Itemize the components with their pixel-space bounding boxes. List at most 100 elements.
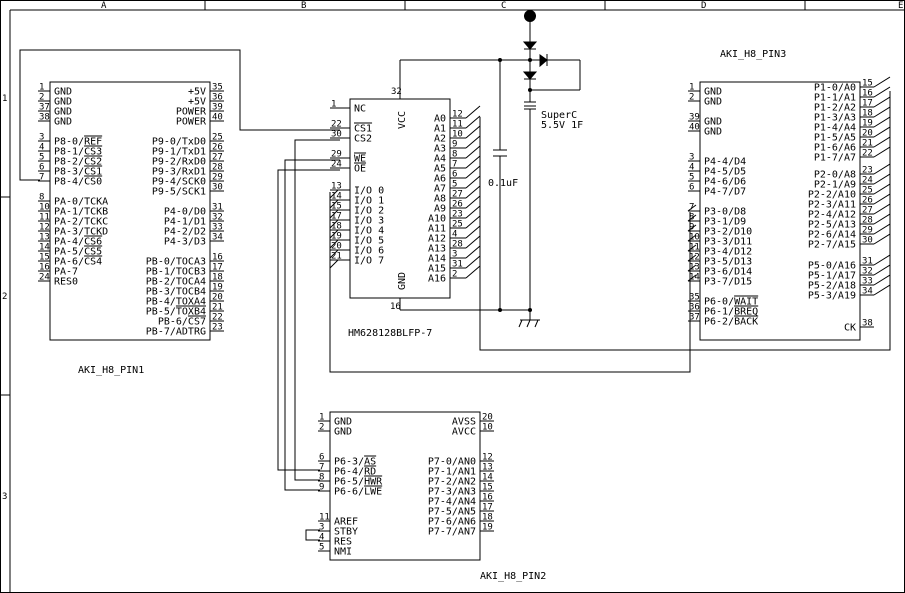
u2-left-pin-label: P6-5/HWR	[334, 477, 383, 488]
u1-left-pin-label: P8-0/REF	[54, 137, 102, 148]
power-section: SuperC 5.5V 1F 0.1uF	[400, 10, 583, 328]
u3-right-pin-number: 22	[862, 149, 873, 159]
sram-gnd-pin-number: 16	[390, 302, 401, 312]
u3-right-pin-number: 30	[862, 236, 873, 246]
u1-right-pin-number: 31	[212, 203, 223, 213]
u2-left-pin-number: 6	[319, 453, 324, 463]
address-bus-entry	[465, 105, 481, 119]
u3-left-pin-label: P3-5/D13	[704, 257, 752, 268]
u3-right-pin-label: P2-7/A15	[808, 240, 856, 251]
u3-right-pin-label: P2-2/A10	[808, 190, 856, 201]
address-bus-entry-u3	[873, 274, 891, 286]
data-bus-entry	[329, 259, 339, 269]
u3-right-pin-label: P2-6/A14	[808, 230, 856, 241]
data-bus-entry	[329, 229, 339, 239]
sram-right-pin-number: 5	[452, 180, 457, 190]
address-bus-entry	[465, 145, 481, 159]
u2-left-pin-number: 5	[319, 543, 324, 553]
sram-right-pin-label: A4	[434, 154, 446, 165]
u1-right-pin-number: 39	[212, 103, 223, 113]
u1-left-pin-number: 24	[39, 273, 50, 283]
data-bus-entry-u3	[687, 264, 697, 272]
u1-left-pin-label: PA-2/TCKC	[54, 217, 108, 228]
address-bus-entry-u3	[873, 116, 891, 128]
u1-left-pin-label: GND	[54, 117, 72, 128]
supercap-value: 5.5V 1F	[541, 120, 583, 131]
address-bus-entry-u3	[873, 213, 891, 225]
address-bus-entry	[465, 205, 481, 219]
u3-right-pin-number: 32	[862, 267, 873, 277]
sram-left-pin-label: CS2	[354, 134, 372, 145]
u1-right-pin-number: 32	[212, 213, 223, 223]
column-label-a: A	[101, 1, 107, 11]
u2-left-pin-label: RES	[334, 537, 352, 548]
u3-left-pin-label: P6-2/BACK	[704, 317, 758, 328]
u3-right-pin-number: 29	[862, 226, 873, 236]
sram-right-pin-label: A11	[428, 224, 446, 235]
sram-right-pin-label: A2	[434, 134, 446, 145]
u3-left-pin-number: 10	[689, 233, 700, 243]
sram-right-pin-number: 2	[452, 270, 457, 280]
column-label-d: D	[701, 1, 706, 11]
u2-left-pin-label: NMI	[334, 547, 352, 558]
address-bus-entry	[465, 195, 481, 209]
supercap-name: SuperC	[541, 110, 577, 121]
u1-left-pin-number: 8	[39, 193, 44, 203]
u1-right-pin-label: PB-3/TOCB4	[146, 287, 206, 298]
sram-left-pin-number: 13	[331, 182, 342, 192]
u3-left-pin-label: GND	[704, 87, 722, 98]
u1-right-pin-label: PB-0/TOCA3	[146, 257, 206, 268]
u3-left-pin-number: 11	[689, 243, 700, 253]
u1-left-pin-label: P8-2/CS2	[54, 157, 102, 168]
sram-right-pin-label: A6	[434, 174, 446, 185]
u2-left-pin-label: P6-6/LWE	[334, 487, 382, 498]
u1-right-pin-number: 19	[212, 283, 223, 293]
u1-left-pin-number: 7	[39, 173, 44, 183]
u1-left-pin-number: 6	[39, 163, 44, 173]
aki-h8-pin2-title: AKI_H8_PIN2	[480, 571, 546, 582]
sram-right-pin-number: 11	[452, 120, 463, 130]
u3-left-pin-number: 4	[689, 163, 694, 173]
u3-left-pin-label: P3-0/D8	[704, 207, 746, 218]
u3-right-pin-number: 23	[862, 166, 873, 176]
u3-right-pin-number: 15	[862, 79, 873, 89]
address-bus-entry	[465, 125, 481, 139]
u1-right-pin-label: +5V	[188, 87, 206, 98]
u1-right-pin-number: 22	[212, 313, 223, 323]
u1-left-pin-number: 10	[39, 203, 50, 213]
u1-right-pin-number: 35	[212, 83, 223, 93]
address-bus-entry	[465, 255, 481, 269]
data-bus-entry	[329, 209, 339, 219]
sram-left-pin-label: I/O 4	[354, 226, 384, 237]
address-bus-entry-u3	[873, 193, 891, 205]
u1-right-pin-number: 17	[212, 263, 223, 273]
sram-right-pin-number: 6	[452, 170, 457, 180]
u3-left-pin-number: 6	[689, 183, 694, 193]
u1-right-pin-number: 21	[212, 303, 223, 313]
u3-left-pin-number: 35	[689, 293, 700, 303]
u1-left-pin-label: P8-4/CS0	[54, 177, 102, 188]
u2-left-pin-label: STBY	[334, 527, 358, 538]
sram-left-pin-number: 15	[331, 202, 342, 212]
u1-right-pin-label: PB-1/TOCB3	[146, 267, 206, 278]
sram-left-pin-number: 17	[331, 212, 342, 222]
sram-right-pin-number: 7	[452, 160, 457, 170]
u1-left-pin-label: P8-3/CS1	[54, 167, 102, 178]
u2-right-pin-label: P7-3/AN3	[428, 487, 476, 498]
sram-left-pin-label: I/O 1	[354, 196, 384, 207]
u1-right-pin-label: P9-1/TxD1	[152, 147, 206, 158]
u3-right-pin-number: 38	[862, 319, 873, 329]
u3-left-pin-label: P3-4/D12	[704, 247, 752, 258]
u2-right-pin-number: 15	[482, 483, 493, 493]
u1-left-pin-number: 37	[39, 103, 50, 113]
u1-left-pin-label: GND	[54, 97, 72, 108]
u1-left-pin-number: 11	[39, 213, 50, 223]
wires	[19, 49, 891, 541]
u3-left-pin-label: P6-0/WAIT	[704, 297, 758, 308]
u3-right-pin-number: 27	[862, 206, 873, 216]
sram-right-pin-label: A15	[428, 264, 446, 275]
u1-left-pin-label: PA-7	[54, 267, 78, 278]
address-bus-entry-u3	[873, 254, 891, 266]
